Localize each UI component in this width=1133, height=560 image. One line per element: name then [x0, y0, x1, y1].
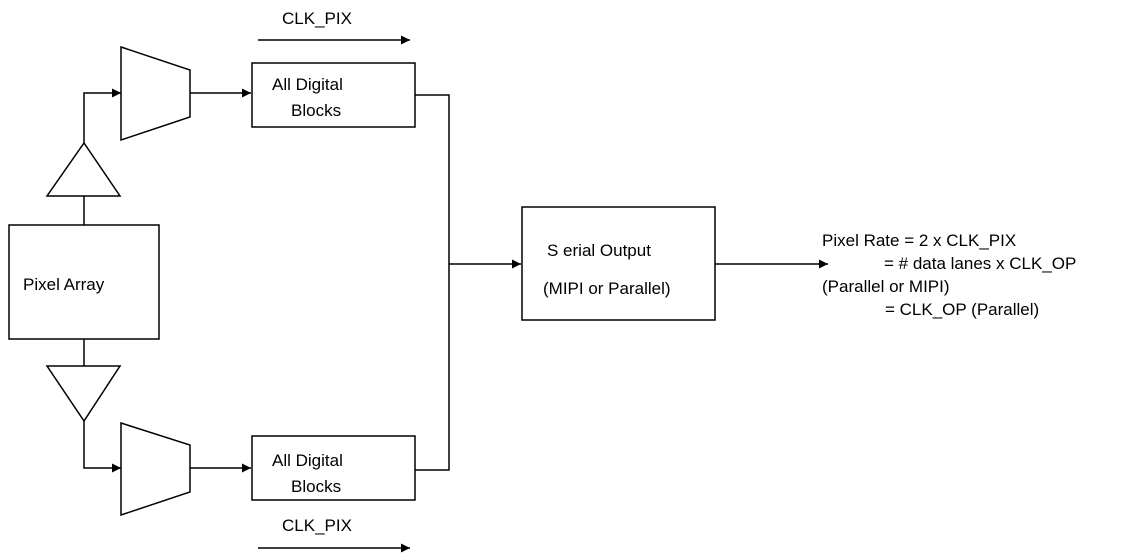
top-digital-label-1: All Digital [272, 75, 343, 94]
wire-bottom-amp-to-mux [83, 421, 121, 473]
pixel-array-label: Pixel Array [23, 275, 105, 294]
serial-output-block [521, 206, 716, 321]
clk-pix-bottom-label: CLK_PIX [282, 516, 352, 535]
pixel-rate-line-3: (Parallel or MIPI) [822, 277, 950, 296]
wire-top-amp-to-mux [83, 88, 121, 143]
bottom-digital-label-2: Blocks [291, 477, 341, 496]
pixel-rate-line-4: = CLK_OP (Parallel) [885, 300, 1039, 319]
bottom-mux-icon [120, 421, 191, 517]
pixel-rate-line-1: Pixel Rate = 2 x CLK_PIX [822, 231, 1016, 250]
top-mux-icon [120, 45, 191, 142]
pixel-rate-line-2: = # data lanes x CLK_OP [884, 254, 1076, 273]
serial-output-label-2: (MIPI or Parallel) [543, 279, 671, 298]
wire-top-digital-to-bus [415, 94, 450, 471]
bottom-amplifier-icon [45, 365, 122, 423]
bottom-digital-block [251, 435, 416, 501]
top-digital-block [251, 62, 416, 128]
top-amplifier-icon [45, 141, 122, 197]
serial-output-label-1: S erial Output [547, 241, 651, 260]
clk-pix-top-label: CLK_PIX [282, 9, 352, 28]
top-digital-label-2: Blocks [291, 101, 341, 120]
bottom-digital-label-1: All Digital [272, 451, 343, 470]
